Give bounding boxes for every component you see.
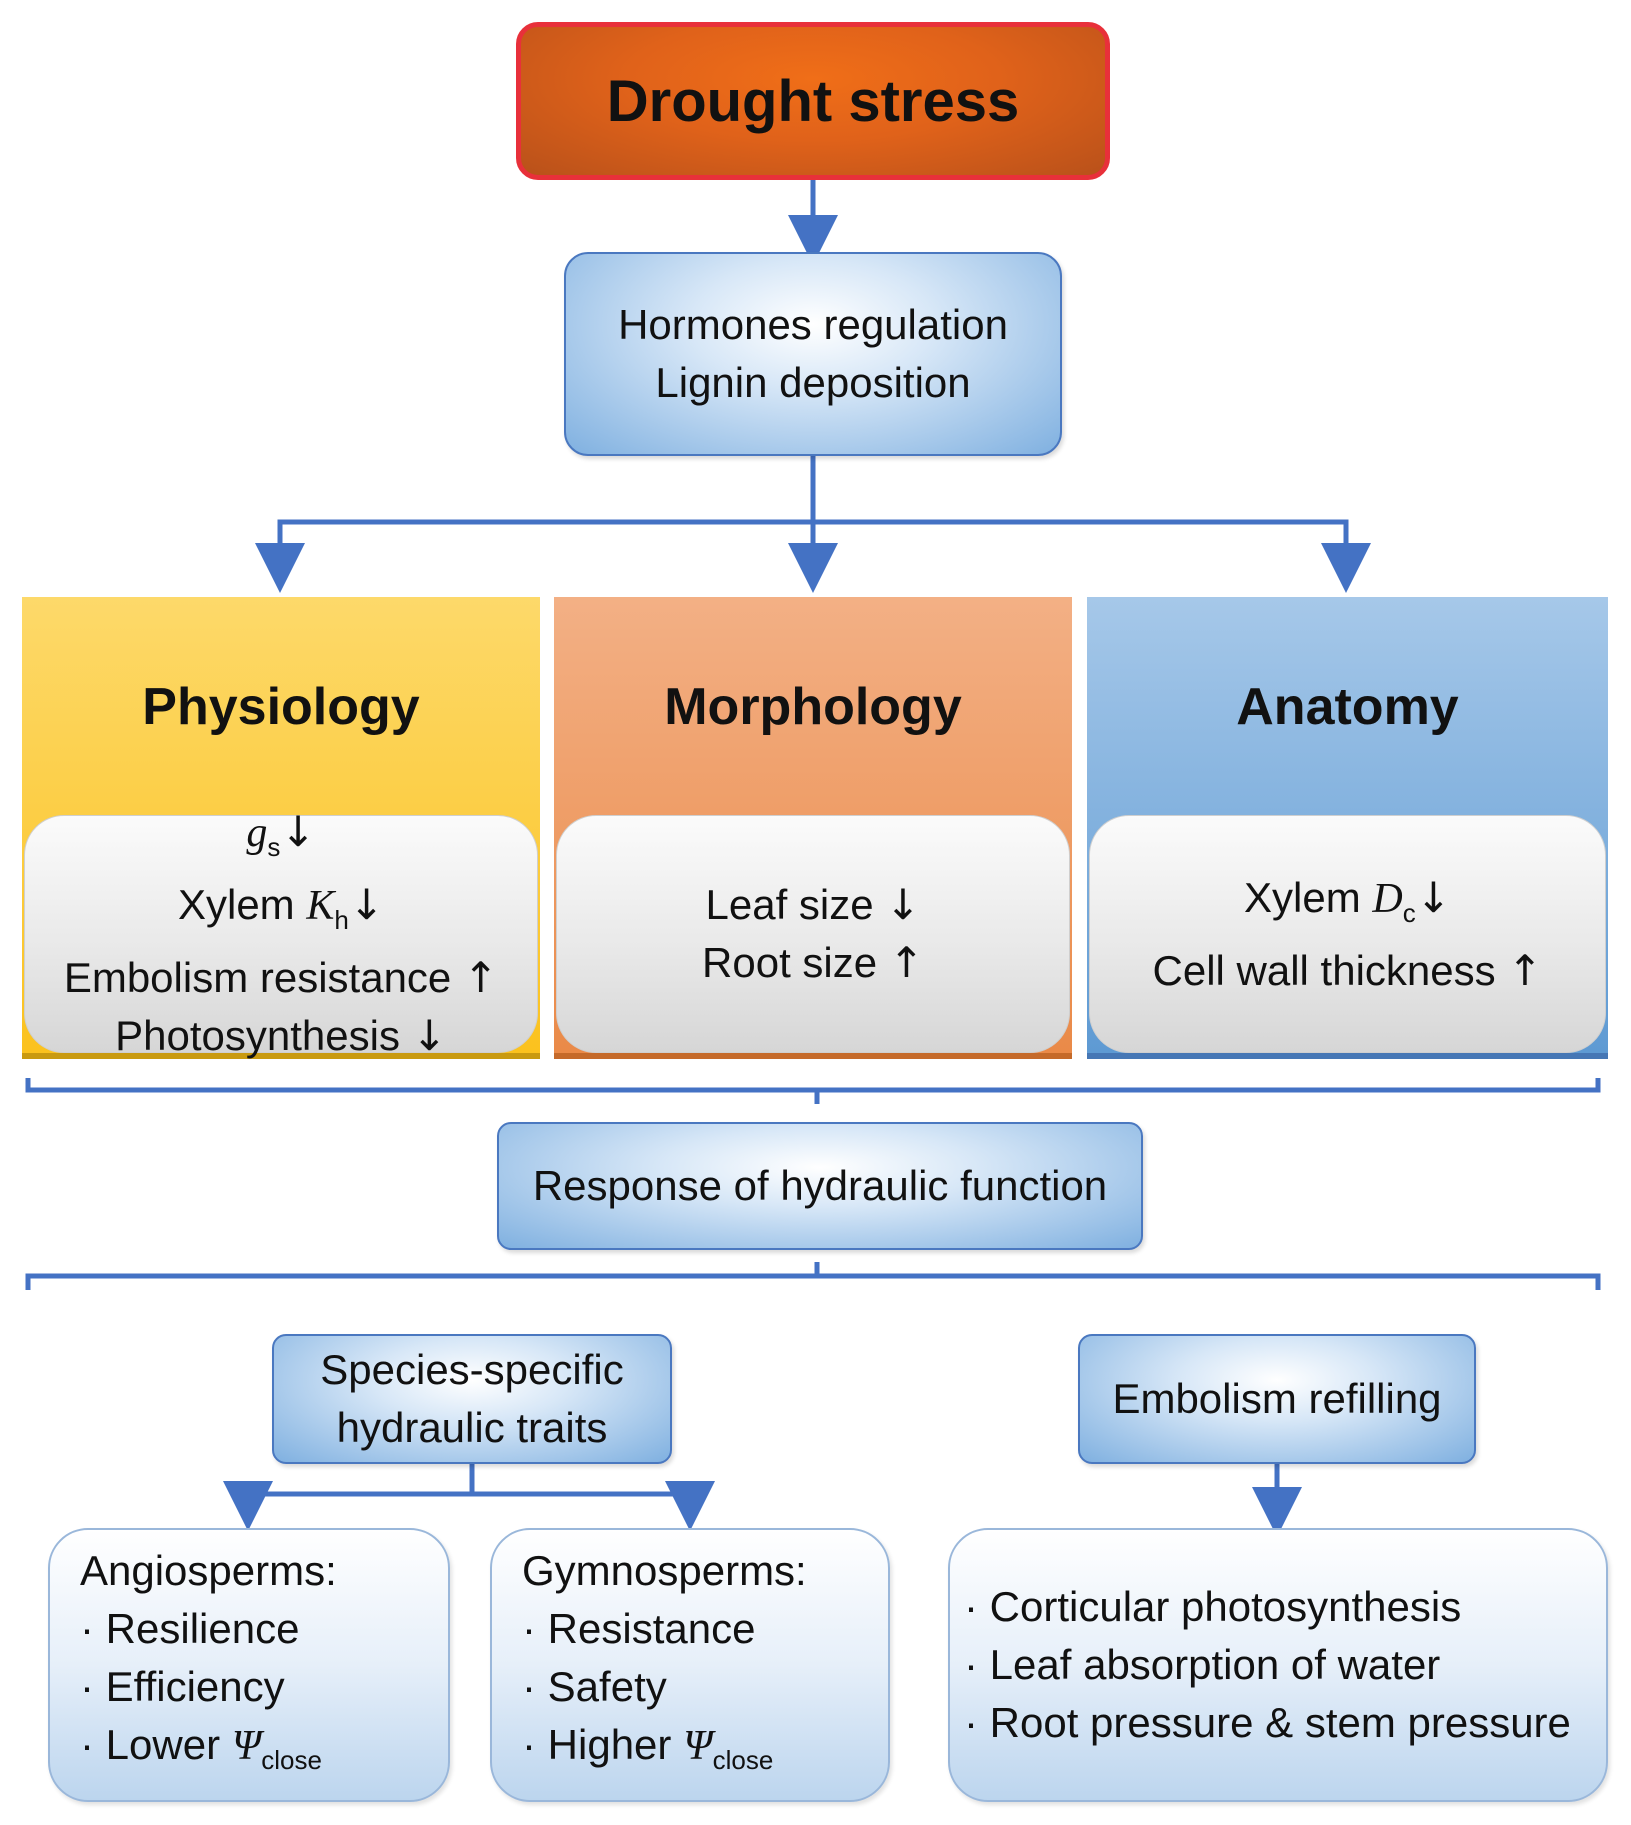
angiosperms-box: Angiosperms: · Resilience · Efficiency ·…: [48, 1528, 450, 1802]
bracket-bottom: [25, 1273, 1601, 1290]
anatomy-title: Anatomy: [1236, 678, 1459, 736]
anatomy-panel: Anatomy Xylem Dc↓ Cell wall thickness ↑: [1087, 597, 1608, 1059]
anatomy-header: Anatomy: [1087, 597, 1608, 817]
connector-species-branch: [245, 1464, 475, 1506]
up-arrow-icon: ↑: [888, 938, 924, 987]
morphology-panel: Morphology Leaf size ↓ Root size ↑: [554, 597, 1072, 1059]
angiosperms-item-psi: · Lower Ψclose: [80, 1720, 322, 1775]
species-line-1: Species-specific: [320, 1346, 624, 1393]
response-box: Response of hydraulic function: [497, 1122, 1143, 1250]
gymnosperms-item: · Resistance: [522, 1604, 756, 1652]
embolism-refilling-box: Embolism refilling: [1078, 1334, 1476, 1464]
morphology-header: Morphology: [554, 597, 1072, 817]
species-line-2: hydraulic traits: [336, 1404, 608, 1451]
down-arrow-icon: ↓: [885, 880, 921, 929]
connector-species-branch-right: [472, 1491, 693, 1506]
anatomy-item-cellwall: Cell wall thickness ↑: [1152, 945, 1543, 995]
bracket-top: [25, 1078, 1601, 1093]
embolism-refilling-label: Embolism refilling: [1112, 1375, 1442, 1422]
gymnosperms-item-psi: · Higher Ψclose: [522, 1720, 774, 1775]
physiology-item-embolism: Embolism resistance ↑: [63, 953, 499, 1002]
down-arrow-icon: ↓: [280, 807, 316, 856]
anatomy-item-dc: Xylem Dc↓: [1244, 872, 1451, 928]
physiology-item-gs: gs↓: [246, 807, 316, 862]
refill-mechanism-item: · Corticular photosynthesis: [964, 1583, 1462, 1630]
morphology-item-root: Root size ↑: [702, 938, 924, 987]
gymnosperms-item: · Safety: [522, 1662, 667, 1710]
physiology-list: gs↓ Xylem Kh↓ Embolism resistance ↑ Phot…: [24, 807, 538, 1060]
refill-mechanism-item: · Root pressure & stem pressure: [964, 1699, 1571, 1746]
physiology-item-photosynthesis: Photosynthesis ↓: [115, 1011, 447, 1060]
anatomy-list: Xylem Dc↓ Cell wall thickness ↑: [1089, 815, 1606, 1053]
physiology-header: Physiology: [22, 597, 540, 817]
down-arrow-icon: ↓: [411, 1011, 447, 1060]
species-traits-box: Species-specific hydraulic traits: [272, 1334, 672, 1464]
morphology-title: Morphology: [664, 678, 962, 736]
down-arrow-icon: ↓: [1415, 872, 1451, 922]
drought-stress-box: Drought stress: [516, 22, 1110, 180]
refill-mechanisms-box: · Corticular photosynthesis · Leaf absor…: [948, 1528, 1608, 1802]
gymnosperms-heading: Gymnosperms:: [522, 1546, 807, 1594]
physiology-title: Physiology: [142, 678, 420, 736]
up-arrow-icon: ↑: [462, 953, 499, 1002]
mechanism-line-1: Hormones regulation: [618, 301, 1008, 348]
response-label: Response of hydraulic function: [532, 1162, 1108, 1209]
physiology-panel: Physiology gs↓ Xylem Kh↓ Embolism resist…: [22, 597, 540, 1060]
angiosperms-item: · Efficiency: [80, 1662, 285, 1710]
morphology-item-leaf: Leaf size ↓: [705, 880, 921, 929]
morphology-list: Leaf size ↓ Root size ↑: [556, 815, 1070, 1053]
mechanisms-box: Hormones regulation Lignin deposition: [564, 252, 1062, 456]
physiology-item-kh: Xylem Kh↓: [177, 880, 385, 935]
angiosperms-heading: Angiosperms:: [80, 1546, 337, 1594]
gymnosperms-box: Gymnosperms: · Resistance · Safety · Hig…: [490, 1528, 890, 1802]
drought-stress-title: Drought stress: [606, 68, 1020, 134]
up-arrow-icon: ↑: [1507, 945, 1543, 995]
mechanism-line-2: Lignin deposition: [655, 359, 971, 406]
angiosperms-item: · Resilience: [80, 1604, 300, 1652]
down-arrow-icon: ↓: [348, 880, 385, 929]
refill-mechanism-item: · Leaf absorption of water: [964, 1641, 1441, 1688]
